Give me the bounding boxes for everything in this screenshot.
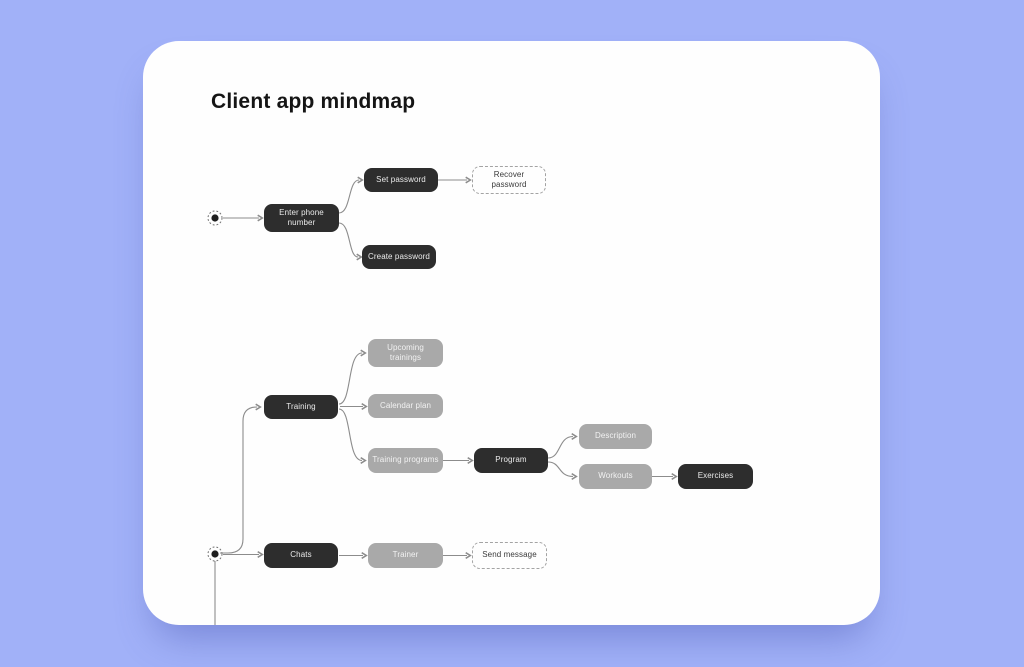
node-label: Calendar plan: [379, 400, 432, 410]
node-label: Chats: [290, 550, 312, 560]
node-label: Set password: [376, 174, 426, 184]
node-exercises[interactable]: Exercises: [678, 464, 753, 489]
edge-enter-phone-to-set-password: [338, 176, 364, 214]
start-node-main[interactable]: [207, 546, 223, 562]
node-label: Upcoming trainings: [387, 342, 424, 362]
edge-enter-phone-to-create-password: [338, 222, 363, 261]
edge-training-to-upcoming-trainings: [338, 349, 367, 405]
node-calendar-plan[interactable]: Calendar plan: [368, 394, 443, 418]
node-description[interactable]: Description: [579, 424, 652, 449]
node-label: Training programs: [372, 455, 439, 465]
node-enter-phone-number[interactable]: Enter phone number: [264, 204, 339, 232]
edge-program-to-description: [547, 433, 578, 459]
node-label: Workouts: [598, 471, 633, 481]
edge-main-start-to-training: [220, 403, 262, 554]
node-chats[interactable]: Chats: [264, 543, 338, 568]
node-label: Description: [594, 431, 637, 441]
node-label: Send message: [482, 550, 537, 560]
node-trainer[interactable]: Trainer: [368, 543, 443, 568]
node-label: Create password: [368, 251, 430, 261]
node-training[interactable]: Training: [264, 395, 338, 419]
start-node-auth[interactable]: [207, 210, 223, 226]
mindmap-canvas: Client app mindmap: [143, 41, 880, 625]
node-training-programs[interactable]: Training programs: [368, 448, 443, 473]
connector-layer: [207, 176, 678, 625]
node-label: Enter phone number: [279, 207, 324, 227]
node-recover-password[interactable]: Recover password: [472, 166, 546, 194]
node-upcoming-trainings[interactable]: Upcoming trainings: [368, 339, 443, 367]
node-create-password[interactable]: Create password: [362, 245, 436, 269]
page-title: Client app mindmap: [211, 90, 416, 113]
node-label: Training: [286, 401, 316, 411]
node-label: Trainer: [392, 550, 419, 560]
node-label: Recover password: [491, 169, 527, 189]
edge-program-to-workouts: [547, 461, 578, 480]
node-set-password[interactable]: Set password: [364, 168, 438, 192]
node-send-message[interactable]: Send message: [472, 542, 547, 569]
node-workouts[interactable]: Workouts: [579, 464, 652, 489]
node-label: Exercises: [697, 471, 734, 481]
node-program[interactable]: Program: [474, 448, 548, 473]
edge-training-to-training-programs: [338, 408, 367, 464]
node-label: Program: [495, 455, 527, 465]
